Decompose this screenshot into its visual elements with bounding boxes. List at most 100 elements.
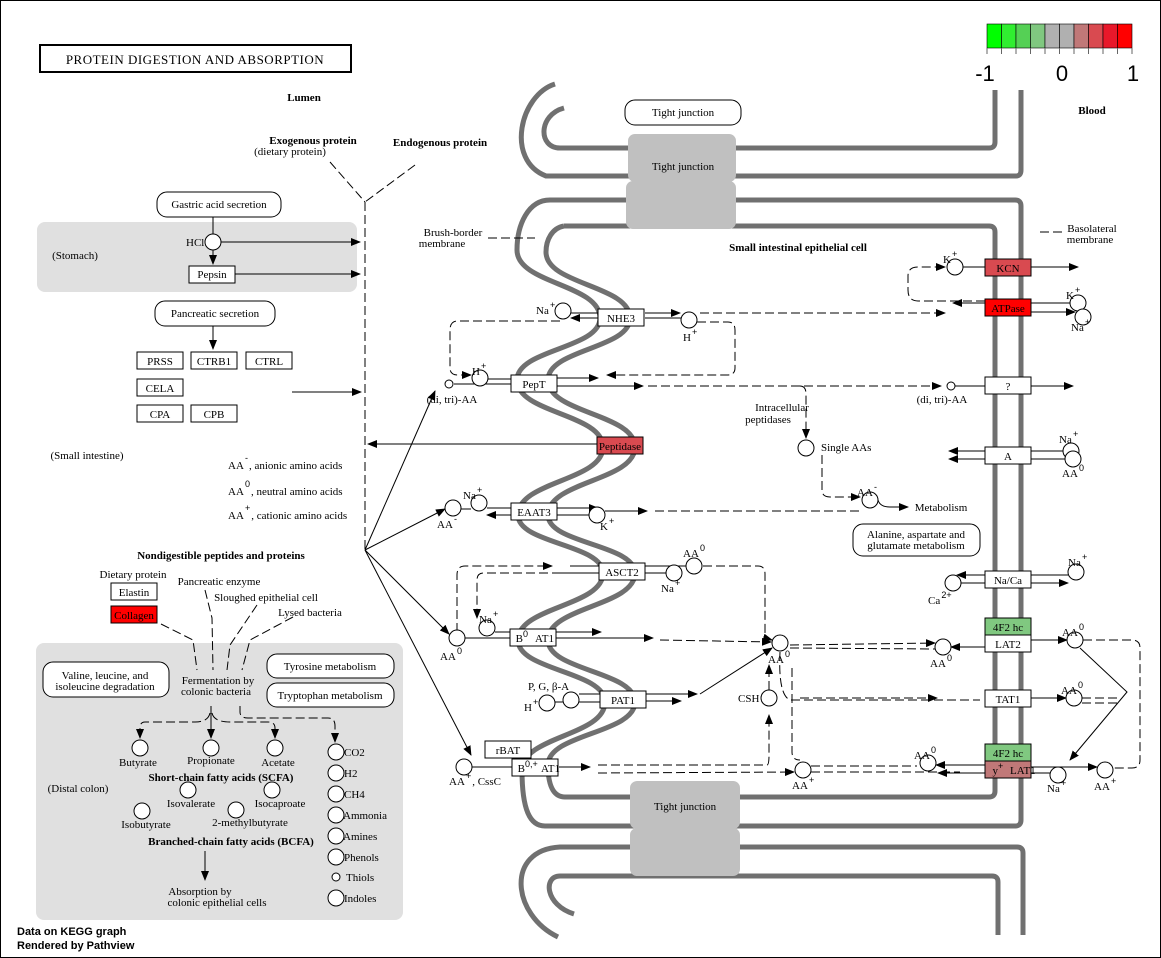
compound-circle[interactable] (538, 694, 556, 712)
compound-circle[interactable] (444, 499, 462, 517)
compound-circle[interactable] (327, 764, 345, 782)
compound-circle[interactable] (919, 754, 937, 772)
compound-label: Na (661, 583, 674, 595)
dietary-protein-label: Dietary protein (100, 569, 167, 581)
pathway-valine-degradation[interactable]: Valine, leucine, and isoleucine degradat… (42, 661, 170, 698)
compound-label: CSH (738, 693, 759, 705)
cell-label: Small intestinal epithelial cell (729, 242, 867, 254)
gene-cpa[interactable]: CPA (136, 404, 184, 423)
gene-naca[interactable]: Na/Ca (984, 570, 1032, 589)
compound-circle[interactable] (1074, 308, 1092, 326)
svg-text:Tyrosine metabolism: Tyrosine metabolism (284, 661, 377, 673)
gene-pept[interactable]: PepT (510, 374, 558, 393)
compound-circle[interactable] (327, 806, 345, 824)
compound-circle[interactable] (327, 889, 345, 907)
compound-circle[interactable] (455, 758, 473, 776)
compound-circle[interactable] (179, 781, 197, 799)
compound-circle[interactable] (1049, 766, 1067, 784)
tight-junctions: Tight junction Tight junction (626, 134, 740, 876)
gene-atpase[interactable]: ATPase (984, 298, 1032, 317)
compound-label: AA (683, 548, 699, 560)
pathway-gastric-acid-secretion[interactable]: Gastric acid secretion (156, 191, 282, 218)
compound-circle[interactable] (478, 619, 496, 637)
gene-prss[interactable]: PRSS (136, 351, 184, 370)
compound-circle[interactable] (946, 381, 956, 391)
compound-label: Propionate (187, 755, 235, 767)
compound-charge: + (1061, 778, 1066, 788)
compound-hcl[interactable] (204, 233, 222, 251)
blood-label: Blood (1078, 105, 1106, 117)
compound-circle[interactable] (771, 634, 789, 652)
compound-charge: - (454, 514, 457, 524)
gene-ctrb1[interactable]: CTRB1 (190, 351, 238, 370)
gene-a[interactable]: A (984, 446, 1032, 465)
scfa-label: Short-chain fatty acids (SCFA) (149, 772, 294, 784)
gene-ctrl[interactable]: CTRL (245, 351, 293, 370)
gene-f2hc_1[interactable]: 4F2 hc (984, 617, 1032, 636)
compound-circle[interactable] (794, 761, 812, 779)
gene-eaat3[interactable]: EAAT3 (510, 502, 558, 521)
gene-pat1[interactable]: PAT1 (599, 690, 647, 709)
gene-ylat1[interactable]: y+LAT1 (984, 760, 1036, 779)
pathway-tyrosine-metabolism[interactable]: Tyrosine metabolism (266, 653, 395, 679)
gene-pepsin[interactable]: Pepsin (188, 265, 236, 284)
gene-nhe3[interactable]: NHE3 (597, 308, 645, 327)
compound-label: Isocaproate (255, 798, 306, 810)
compound-circle[interactable] (266, 739, 284, 757)
gene-f2hc_2[interactable]: 4F2 hc (984, 743, 1032, 762)
compound-circle[interactable] (1096, 761, 1114, 779)
compound-circle[interactable] (327, 827, 345, 845)
fermentation-label: Fermentation by (182, 675, 255, 687)
gene-unknown[interactable]: ? (984, 376, 1032, 395)
compound-circle[interactable] (861, 491, 879, 509)
pathway-tight-junction[interactable]: Tight junction (624, 99, 742, 126)
pathway-tryptophan-metabolism[interactable]: Tryptophan metabolism (266, 682, 395, 708)
compound-circle[interactable] (944, 574, 962, 592)
compound-circle[interactable] (471, 369, 489, 387)
gene-elastin[interactable]: Elastin (110, 582, 158, 601)
compound-circle[interactable] (1067, 563, 1085, 581)
compound-circle[interactable] (202, 739, 220, 757)
compound-circle[interactable] (470, 494, 488, 512)
compound-circle[interactable] (327, 743, 345, 761)
compound-circle[interactable] (946, 258, 964, 276)
compound-circle[interactable] (263, 781, 281, 799)
compound-circle[interactable] (934, 638, 952, 656)
compound-circle[interactable] (131, 739, 149, 757)
gene-kcn[interactable]: KCN (984, 258, 1032, 277)
gene-collagen[interactable]: Collagen (110, 605, 158, 624)
compound-circle[interactable] (797, 439, 815, 457)
gene-lat2[interactable]: LAT2 (984, 634, 1032, 653)
gene-asct2[interactable]: ASCT2 (598, 562, 646, 581)
compound-circle[interactable] (133, 802, 151, 820)
compound-circle[interactable] (331, 872, 341, 882)
compound-circle[interactable] (1066, 631, 1084, 649)
compound-circle[interactable] (227, 801, 245, 819)
compound-circle[interactable] (685, 557, 703, 575)
legend-swatch (1117, 23, 1133, 49)
compound-circle[interactable] (448, 629, 466, 647)
pathway-pancreatic-secretion[interactable]: Pancreatic secretion (154, 300, 276, 327)
compound-circle[interactable] (588, 506, 606, 524)
lumen-label: Lumen (287, 92, 321, 104)
compound-circle[interactable] (327, 785, 345, 803)
compound-circle[interactable] (444, 379, 454, 389)
gene-tat1[interactable]: TAT1 (984, 689, 1032, 708)
compound-circle[interactable] (680, 311, 698, 329)
compound-circle[interactable] (1064, 450, 1082, 468)
compound-circle[interactable] (327, 848, 345, 866)
compound-charge: 0 (1079, 622, 1084, 632)
gene-rbat[interactable]: rBAT (484, 740, 532, 759)
compound-circle[interactable] (760, 689, 778, 707)
compound-circle[interactable] (1065, 689, 1083, 707)
compound-circle[interactable] (665, 564, 683, 582)
pathway-alanine-metabolism[interactable]: Alanine, aspartate and glutamate metabol… (852, 523, 981, 557)
gene-cpb[interactable]: CPB (190, 404, 238, 423)
bcfa-label: Branched-chain fatty acids (BCFA) (148, 836, 314, 848)
gene-peptidase[interactable]: Peptidase (596, 436, 644, 455)
gene-cela[interactable]: CELA (136, 378, 184, 397)
compound-circle[interactable] (562, 691, 580, 709)
compound-circle[interactable] (554, 302, 572, 320)
